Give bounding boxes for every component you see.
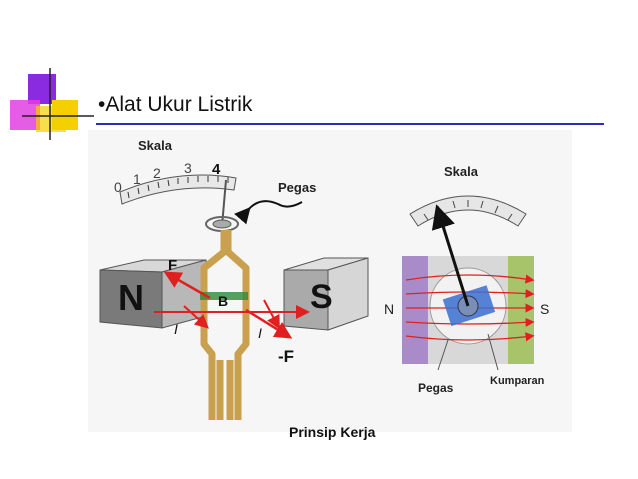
figure-caption: Prinsip Kerja: [289, 424, 376, 440]
galvanometer-figure: Skala 0 1 2 3 4 Pegas N S: [99, 138, 549, 420]
scale-number-4: 4: [212, 161, 221, 178]
negative-force-arrow: [245, 308, 293, 339]
current-left-label: I: [174, 321, 178, 337]
force-arrow: [163, 271, 211, 300]
right-spring-label: Pegas: [418, 381, 454, 395]
deco-square-purple: [28, 74, 56, 104]
right-north-label: N: [384, 301, 394, 317]
deco-square-yellow-2: [36, 106, 66, 132]
scale-number-2: 2: [153, 165, 161, 181]
spring-pointer-curve: [234, 200, 303, 225]
right-field-lines: [405, 274, 535, 342]
scale-number-1: 1: [133, 171, 141, 187]
left-coil: [200, 230, 250, 420]
magnet-south-label: S: [310, 278, 333, 316]
left-scale-label: Skala: [138, 138, 173, 153]
deco-square-magenta: [10, 100, 40, 130]
right-scale-ticks: [423, 200, 513, 221]
right-diagram: Skala N S Pegas Ku: [384, 164, 549, 395]
scale-number-3: 3: [184, 160, 192, 176]
title-underline: [96, 123, 604, 125]
force-label: F: [168, 257, 177, 274]
right-pointer: [431, 204, 470, 307]
slide-title: •Alat Ukur Listrik: [98, 93, 253, 116]
left-spring-label: Pegas: [278, 180, 316, 195]
right-coil-label: Kumparan: [490, 375, 545, 387]
field-label: B: [218, 293, 228, 309]
left-diagram: Skala 0 1 2 3 4 Pegas N S: [99, 138, 369, 420]
magnet-south: [327, 257, 369, 331]
left-scale-ticks: [127, 176, 229, 199]
left-scale-arc: [119, 174, 237, 205]
magnet-north-label: N: [118, 277, 144, 318]
corner-decoration: [10, 68, 94, 140]
scale-number-0: 0: [114, 179, 122, 195]
right-scale-label: Skala: [444, 164, 479, 179]
left-pointer: [221, 179, 227, 227]
right-south-label: S: [540, 301, 549, 317]
current-right-label: I: [258, 325, 262, 341]
negative-force-label: -F: [278, 347, 294, 366]
